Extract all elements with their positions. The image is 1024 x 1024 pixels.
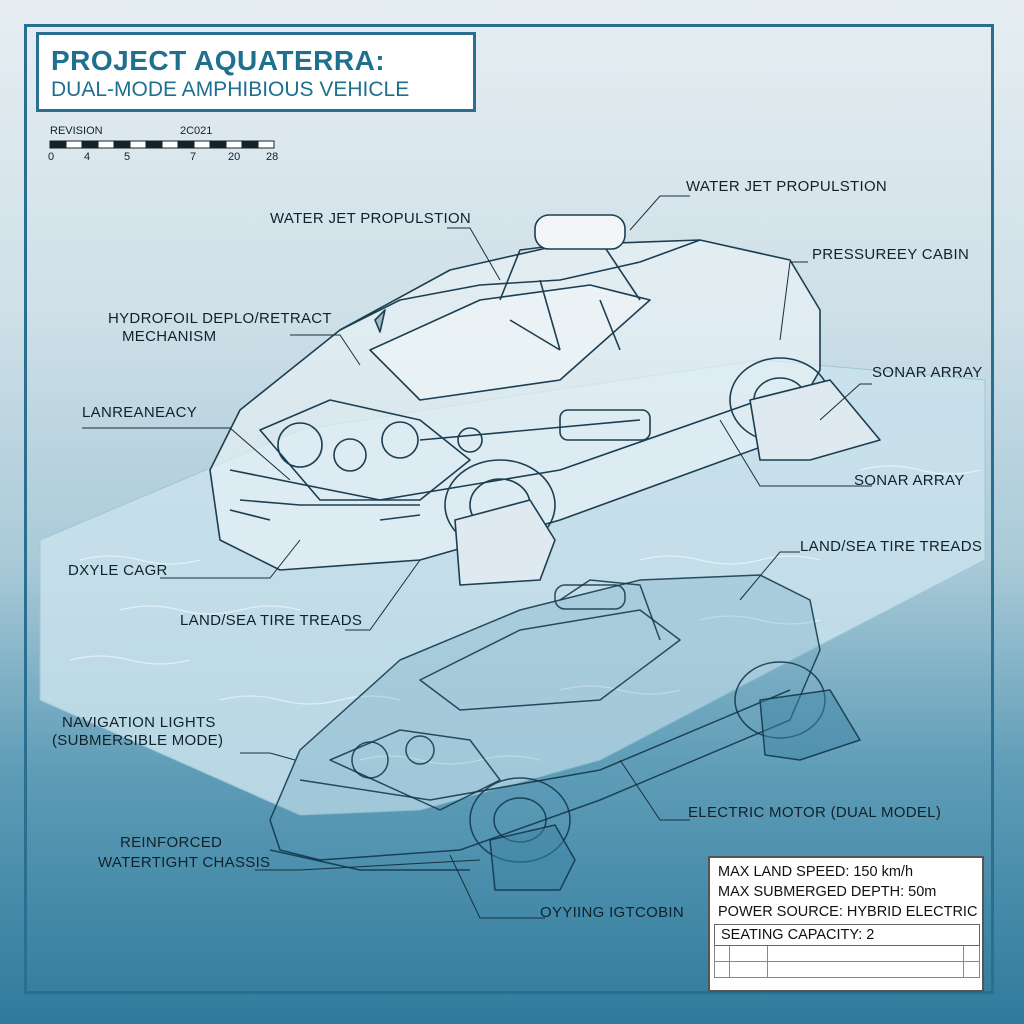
callout-chassis-line2: WATERTIGHT CHASSIS xyxy=(98,854,271,871)
callout-electric-motor: ELECTRIC MOTOR (DUAL MODEL) xyxy=(688,804,942,821)
spec-grid-row xyxy=(714,946,980,962)
callout-navigation-lights-line1: NAVIGATION LIGHTS xyxy=(62,714,216,731)
spec-grid-row xyxy=(714,962,980,978)
callout-water-jet-right: WATER JET PROPULSTION xyxy=(686,178,888,195)
page-title: PROJECT AQUATERRA: xyxy=(51,45,386,76)
scale-tick: 7 xyxy=(190,151,197,163)
car-upper xyxy=(209,214,881,586)
scale-tick: 4 xyxy=(84,151,91,163)
spec-seating-row: SEATING CAPACITY: 2 xyxy=(714,924,980,946)
revision-label: REVISION xyxy=(50,125,103,137)
revision-scale xyxy=(49,140,275,149)
sheet-border xyxy=(24,24,994,994)
revision-code: 2C021 xyxy=(180,125,213,137)
title-block: PROJECT AQUATERRA: DUAL-MODE AMPHIBIOUS … xyxy=(36,32,476,112)
scale-tick: 0 xyxy=(48,151,55,163)
scale-tick: 20 xyxy=(228,151,241,163)
spec-power: POWER SOURCE: HYBRID ELECTRIC xyxy=(718,904,978,920)
callout-dxyle-cagr: DXYLE CAGR xyxy=(68,562,168,579)
spec-depth: MAX SUBMERGED DEPTH: 50m xyxy=(718,884,937,900)
scale-tick: 5 xyxy=(124,151,131,163)
spec-land-speed: MAX LAND SPEED: 150 km/h xyxy=(718,864,914,880)
car-lower xyxy=(269,574,861,891)
page-subtitle: DUAL-MODE AMPHIBIOUS VEHICLE xyxy=(51,78,410,101)
callout-pressure-cabin: PRESSUREEY CABIN xyxy=(812,246,970,263)
callout-navigation-lights-line2: (SUBMERSIBLE MODE) xyxy=(52,732,224,749)
callout-oxygen: OYYIING IGTCOBIN xyxy=(540,904,684,921)
callout-lanreaneacy: LANREANEACY xyxy=(82,404,198,421)
callout-water-jet-left: WATER JET PROPULSTION xyxy=(270,210,472,227)
callout-chassis-line1: REINFORCED xyxy=(120,834,223,851)
callout-hydrofoil-line2: MECHANISM xyxy=(122,328,217,345)
spec-seating: SEATING CAPACITY: 2 xyxy=(721,927,875,943)
water-ripples xyxy=(69,465,981,765)
callout-tire-treads-right: LAND/SEA TIRE TREADS xyxy=(800,538,983,555)
spec-table: MAX LAND SPEED: 150 km/h MAX SUBMERGED D… xyxy=(708,856,984,992)
leader-lines xyxy=(82,195,872,919)
scale-tick: 28 xyxy=(266,151,279,163)
callout-hydrofoil-line1: HYDROFOIL DEPLO/RETRACT xyxy=(108,310,332,327)
callout-tire-treads-left: LAND/SEA TIRE TREADS xyxy=(180,612,363,629)
callout-sonar-array-upper: SONAR ARRAY xyxy=(872,364,983,381)
callout-sonar-array-lower: SONAR ARRAY xyxy=(854,472,965,489)
